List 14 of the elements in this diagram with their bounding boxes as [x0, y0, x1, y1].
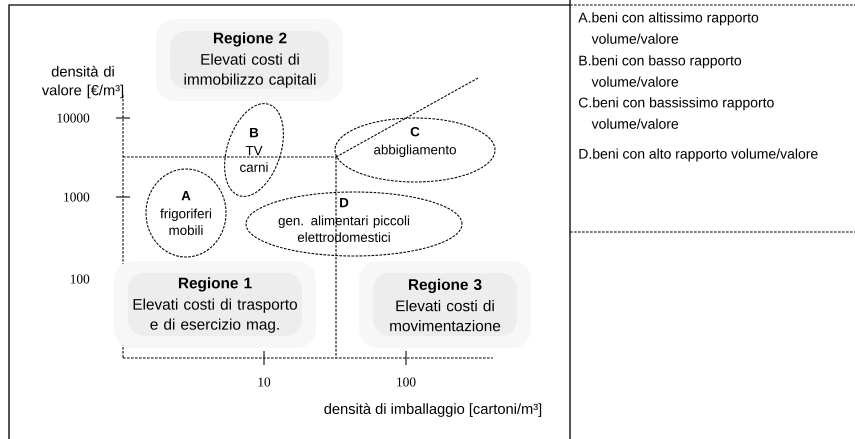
tick-label: 100	[397, 378, 416, 386]
tick-label: 10000	[58, 114, 90, 122]
tick-label: 1000	[64, 192, 90, 202]
region-label: Regione 3 Elevati costi di movimentazione	[359, 261, 531, 348]
legend-item: A.beni con altissimo rapporto volume/valore	[578, 12, 758, 44]
region-label: Regione 1 Elevati costi di trasporto e di esercizio mag.	[114, 261, 316, 348]
axis-label: densità di imballaggio [cartoni/m³]	[324, 403, 542, 417]
axis-label: densità di valore [€/m³]	[42, 66, 124, 98]
legend-item: D.beni con alto rapporto volume/valore	[579, 148, 818, 162]
legend-item: B.beni con basso rapporto volume/valore	[579, 55, 742, 87]
region-label: Regione 2 Elevati costi di immobilizzo capitali	[156, 19, 343, 101]
legend-item: C.beni con bassissimo rapporto volume/valore	[579, 97, 774, 129]
tick-label: 10	[258, 378, 270, 386]
tick-label: 100	[70, 274, 90, 284]
